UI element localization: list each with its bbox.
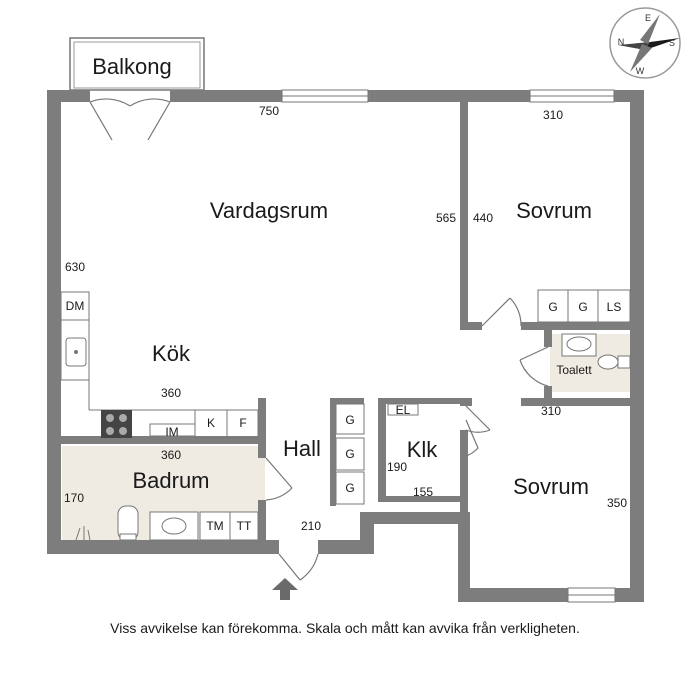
- dim-750: 750: [259, 104, 279, 118]
- bathroom-fixtures: [117, 505, 259, 541]
- label-dm: DM: [66, 299, 85, 313]
- dim-170: 170: [64, 491, 84, 505]
- room-hall: Hall: [283, 436, 321, 461]
- dim-190: 190: [387, 460, 407, 474]
- compass-s: S: [669, 38, 675, 48]
- doors: [89, 98, 549, 581]
- label-hall-g1: G: [345, 413, 354, 427]
- dim-155: 155: [413, 485, 433, 499]
- balcony: [69, 37, 205, 91]
- bedroom-wardrobes: [537, 289, 631, 323]
- label-el: EL: [396, 403, 411, 417]
- sink-drain-icon: [74, 350, 78, 354]
- dim-310-top: 310: [543, 108, 563, 122]
- label-tt: TT: [237, 519, 252, 533]
- hall-wardrobes: [335, 403, 365, 505]
- label-tm: TM: [206, 519, 223, 533]
- room-toalett: Toalett: [556, 363, 592, 377]
- label-hall-g3: G: [345, 481, 354, 495]
- dim-360-kitchen: 360: [161, 386, 181, 400]
- room-sovrum-bottom: Sovrum: [513, 474, 589, 499]
- label-hall-g2: G: [345, 447, 354, 461]
- toilet-fixtures: [561, 333, 631, 370]
- label-k: K: [207, 416, 215, 430]
- room-balkong: Balkong: [92, 54, 172, 79]
- windows: [281, 89, 616, 603]
- disclaimer-text: Viss avvikelse kan förekomma. Skala och …: [110, 620, 580, 636]
- label-g2: G: [578, 300, 587, 314]
- room-klk: Klk: [407, 437, 439, 462]
- dim-210: 210: [301, 519, 321, 533]
- dim-630: 630: [65, 260, 85, 274]
- dim-440: 440: [473, 211, 493, 225]
- label-ls: LS: [607, 300, 622, 314]
- compass-w: W: [636, 66, 645, 76]
- room-vardagsrum: Vardagsrum: [210, 198, 328, 223]
- walls: [47, 90, 644, 602]
- room-badrum: Badrum: [132, 468, 209, 493]
- dim-565: 565: [436, 211, 456, 225]
- room-sovrum-top: Sovrum: [516, 198, 592, 223]
- stove-icon: [101, 410, 132, 438]
- shower-drain-icon: [75, 526, 91, 541]
- room-kok: Kök: [152, 341, 191, 366]
- compass-icon: [609, 7, 681, 79]
- label-g1: G: [548, 300, 557, 314]
- compass-e: E: [645, 13, 651, 23]
- label-f: F: [239, 416, 246, 430]
- el-box: [387, 403, 419, 416]
- entrance-arrow-icon: [272, 578, 298, 600]
- label-im: IM: [165, 425, 178, 439]
- dim-350: 350: [607, 496, 627, 510]
- dim-310-mid: 310: [541, 404, 561, 418]
- compass-n: N: [618, 37, 625, 47]
- dim-360-bath: 360: [161, 448, 181, 462]
